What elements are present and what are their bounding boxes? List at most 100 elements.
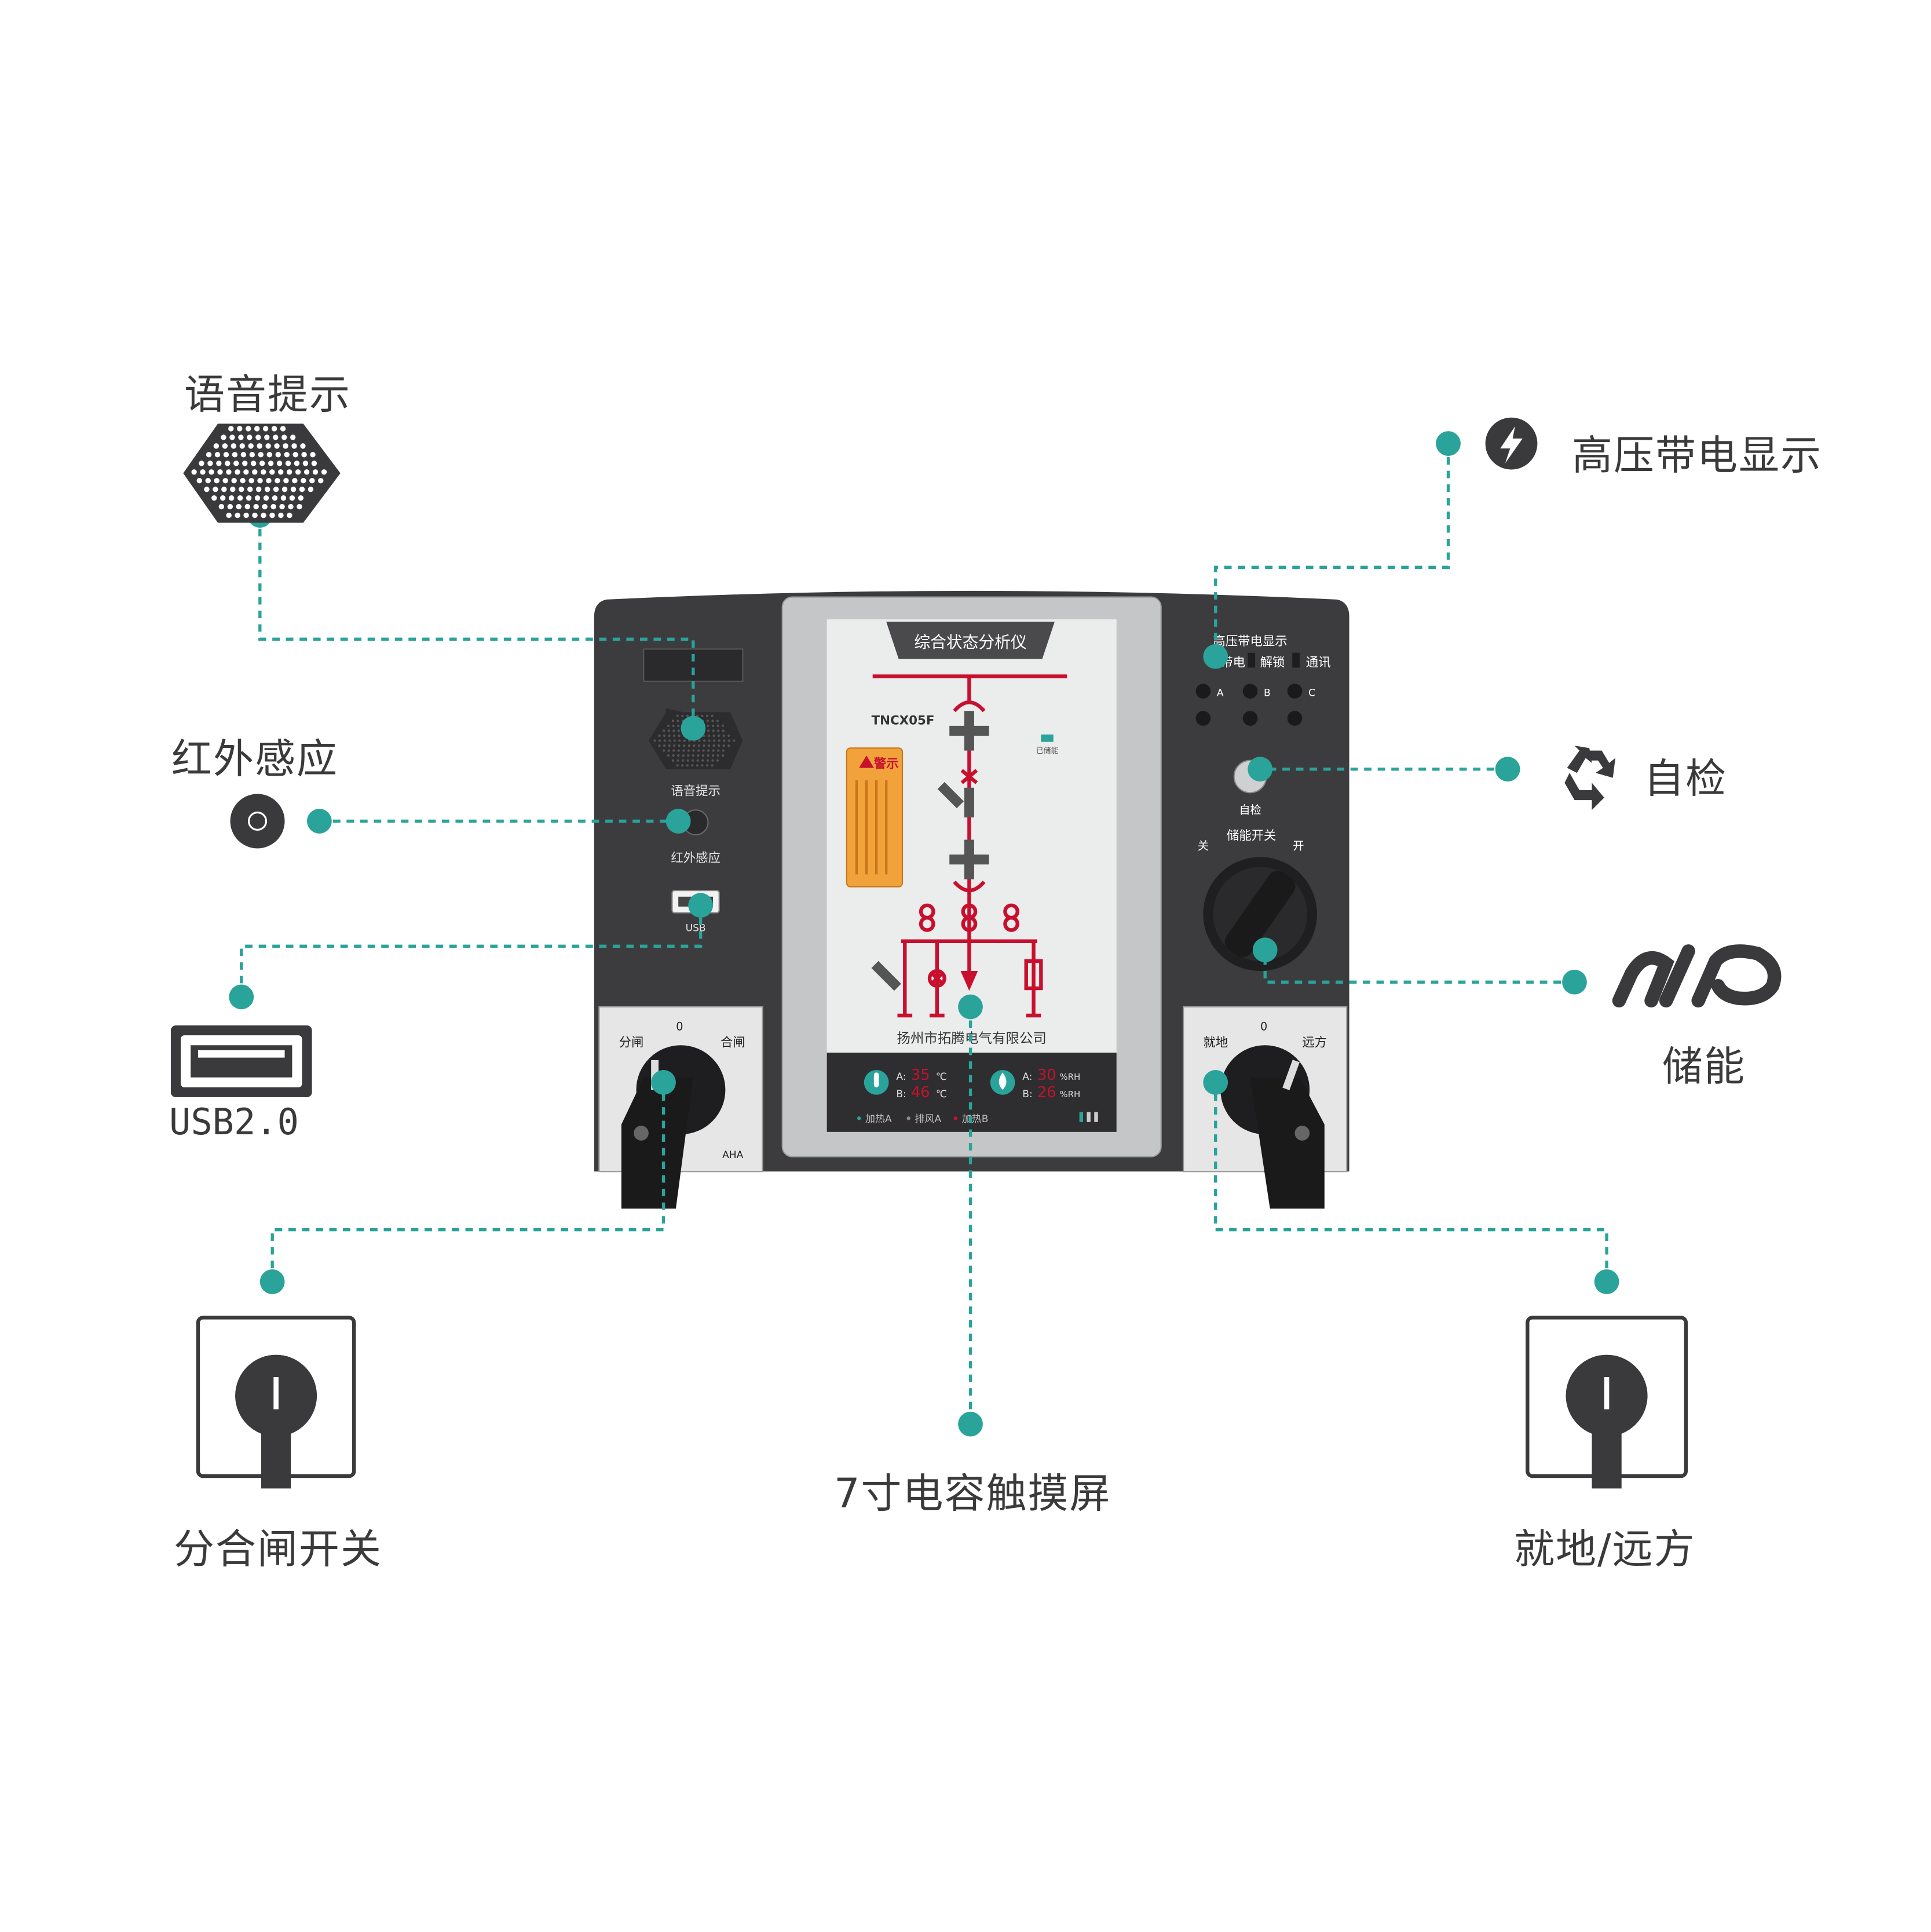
grille-hole	[691, 764, 694, 767]
grille-hole	[717, 734, 721, 737]
grille-hole	[711, 764, 714, 767]
grille-hole	[275, 452, 281, 458]
hum-b-unit: %RH	[1059, 1089, 1080, 1100]
grille-hole	[223, 452, 229, 458]
grille-hole	[209, 469, 214, 475]
warning-sign: 警示	[846, 747, 904, 888]
grille-hole	[229, 434, 235, 440]
grille-hole	[300, 443, 306, 449]
grille-hole	[278, 469, 284, 475]
grille-hole	[711, 720, 714, 722]
grille-hole	[222, 478, 228, 484]
grille-hole	[259, 461, 265, 466]
grille-hole	[257, 478, 263, 484]
grille-hole	[295, 469, 301, 475]
grille-hole	[663, 734, 666, 737]
grille-hole	[249, 452, 255, 458]
grille-hole	[672, 754, 675, 757]
grille-hole	[717, 729, 720, 732]
signal-bar	[1079, 1112, 1084, 1122]
grille-hole	[712, 749, 715, 752]
grille-hole	[697, 754, 700, 757]
grille-hole	[207, 461, 213, 466]
grille-hole	[672, 724, 675, 728]
rotary-switch-icon	[1526, 1316, 1688, 1489]
grille-hole	[733, 739, 736, 742]
grille-hole	[713, 739, 716, 742]
grille-hole	[292, 452, 298, 458]
grille-hole	[727, 744, 730, 747]
grille-hole	[228, 495, 235, 501]
grille-hole	[668, 734, 671, 737]
grille-hole	[672, 729, 675, 732]
status-dot	[906, 1116, 910, 1120]
grille-hole	[243, 469, 249, 475]
grille-hole	[707, 729, 710, 732]
hum-b-label: B:	[1022, 1089, 1032, 1100]
device-voice-label: 语音提示	[671, 784, 720, 799]
grille-hole	[682, 749, 685, 752]
grille-hole	[283, 478, 289, 484]
grille-hole	[283, 443, 288, 449]
grille-hole	[716, 759, 719, 762]
grille-hole	[727, 739, 730, 742]
grille-hole	[191, 469, 197, 475]
grille-hole	[712, 734, 715, 737]
grille-hole	[686, 764, 689, 767]
grille-hole	[302, 461, 309, 466]
grille-hole	[252, 512, 258, 518]
grille-hole	[252, 469, 258, 475]
left-switch-brand: AHA	[722, 1149, 744, 1161]
grille-hole	[258, 452, 264, 458]
storage-on-label: 开	[1293, 839, 1304, 853]
grille-hole	[240, 452, 247, 458]
temp-b-value: 46	[911, 1084, 930, 1101]
left-switch-zero: 0	[676, 1020, 683, 1033]
grille-hole	[705, 764, 709, 767]
grille-hole	[263, 495, 269, 501]
touchscreen-callout-label: 7寸电容触摸屏	[834, 1470, 1111, 1517]
grille-hole	[668, 739, 671, 742]
grille-hole	[693, 744, 696, 747]
grille-hole	[205, 478, 211, 484]
grille-hole	[272, 495, 278, 501]
grille-hole	[701, 759, 704, 762]
grille-hole	[216, 461, 222, 466]
grille-hole	[288, 503, 294, 510]
grille-hole	[274, 443, 280, 449]
status-dot	[953, 1116, 958, 1120]
grille-hole	[247, 434, 253, 440]
storage-knob[interactable]	[1203, 857, 1317, 972]
lightning-bolt-icon	[1485, 417, 1538, 470]
right-switch-knob[interactable]	[1220, 1045, 1325, 1209]
grille-hole	[273, 434, 279, 440]
phase-leds	[1195, 684, 1303, 726]
grille-hole	[299, 486, 305, 492]
grille-hole	[711, 759, 714, 762]
grille-hole	[677, 729, 680, 732]
grille-hole	[678, 744, 681, 747]
grille-hole	[280, 495, 287, 501]
grille-hole	[227, 503, 233, 510]
grille-hole	[226, 469, 232, 475]
grille-hole	[722, 729, 725, 732]
grille-hole	[673, 739, 676, 742]
left-switch-knob[interactable]	[621, 1045, 726, 1209]
grille-hole	[225, 461, 231, 466]
grille-hole	[707, 754, 710, 757]
temp-a-value: 35	[911, 1067, 930, 1084]
grille-hole	[698, 739, 701, 742]
status-dot	[857, 1116, 861, 1120]
grille-hole	[266, 478, 272, 484]
grille-hole	[692, 754, 694, 757]
grille-hole	[663, 744, 666, 747]
grille-hole	[716, 754, 719, 757]
grille-hole	[218, 503, 225, 510]
grille-hole	[269, 469, 275, 475]
grille-hole	[677, 749, 680, 752]
left-switch-on-label: 合闸	[721, 1035, 745, 1050]
grille-hole	[309, 478, 315, 484]
grille-hole	[237, 495, 243, 501]
grille-hole	[213, 443, 220, 449]
grille-hole	[290, 434, 296, 440]
